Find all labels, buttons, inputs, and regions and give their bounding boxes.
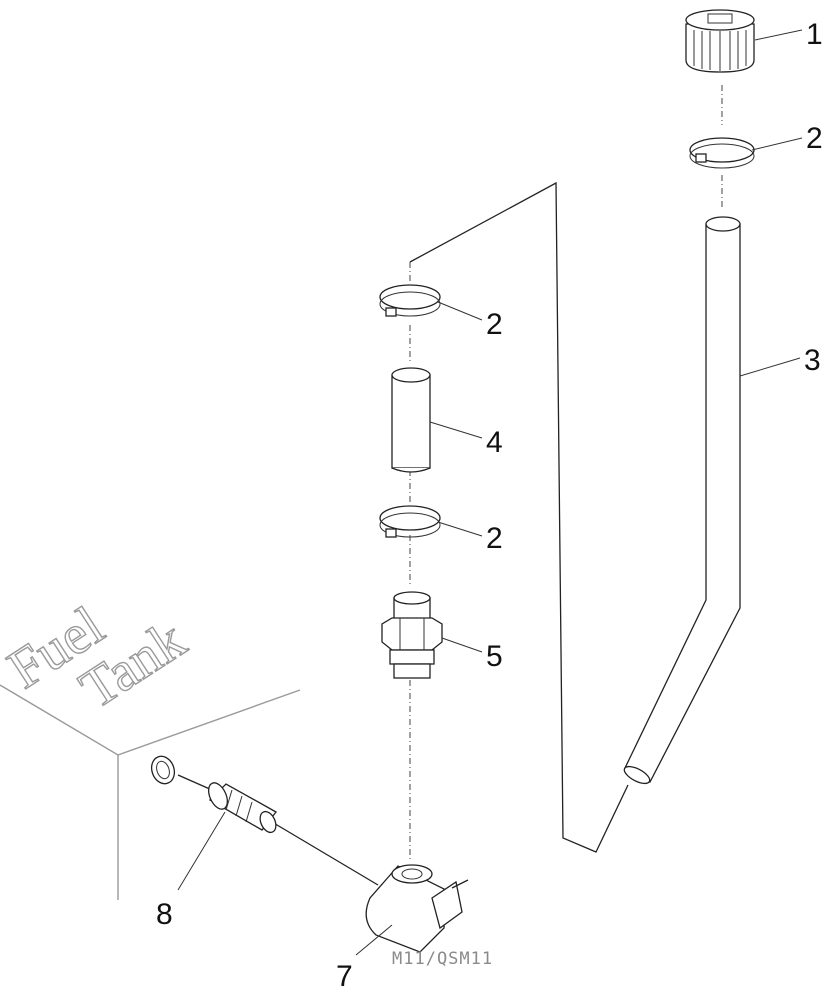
hose-clamp-top [689,137,755,169]
callout-part-5: 5 [486,640,503,673]
callout-part-2-top: 2 [806,122,823,155]
callout-part-3: 3 [804,344,821,377]
hose-clamp-middle [379,284,441,317]
callout-part-2-middle: 2 [486,308,503,341]
callout-part-1: 1 [806,18,823,51]
callout-part-7: 7 [336,960,353,993]
hose-clamp-lower [379,505,441,538]
fuel-tank: Fuel Tank [0,594,301,900]
callouts: 1 2 3 2 4 2 5 8 7 [156,18,823,993]
callout-part-2-lower: 2 [486,522,503,555]
filler-tube [623,216,741,785]
callout-part-4: 4 [486,426,503,459]
hose-section [391,367,431,473]
adapter-fitting [381,591,443,679]
elbow-fitting [365,864,469,953]
straight-connector [150,755,277,834]
assembly-lines [177,85,723,886]
leader-lines [177,29,803,956]
callout-part-8: 8 [156,898,173,931]
fuel-filler-cap [685,9,755,73]
model-code-label: M11/QSM11 [392,949,493,969]
